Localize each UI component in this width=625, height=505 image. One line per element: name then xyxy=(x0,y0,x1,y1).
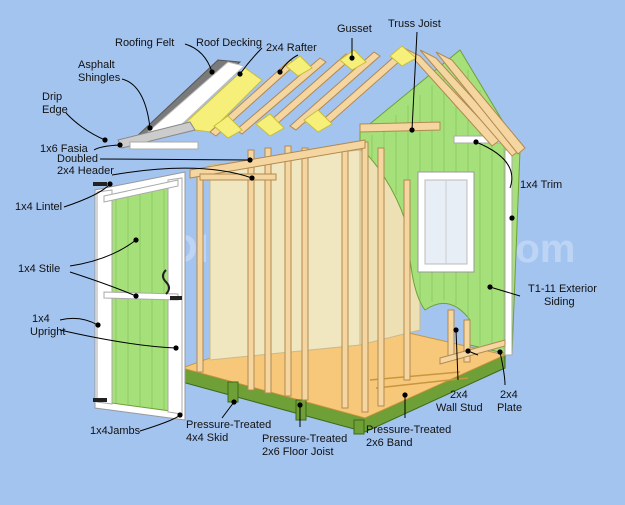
floor-joist-line xyxy=(369,371,461,381)
doubled-header xyxy=(199,173,277,181)
roof-decking xyxy=(178,67,263,133)
wall-stud xyxy=(196,171,204,373)
wall-stud xyxy=(247,149,255,391)
label-plate-2: Plate xyxy=(497,402,522,414)
callout-dot xyxy=(95,55,515,418)
label-roofing-felt: Roofing Felt xyxy=(115,37,174,49)
door-stile-top xyxy=(103,179,179,203)
skid-2 xyxy=(295,399,307,421)
door xyxy=(93,171,186,421)
top-plate xyxy=(189,139,366,179)
wall-stud xyxy=(403,179,411,381)
label-gusset: Gusset xyxy=(337,23,372,35)
label-floor-joist-2: 2x6 Floor Joist xyxy=(262,446,334,458)
label-plate-1: 2x4 xyxy=(500,389,518,401)
label-stile: 1x4 Stile xyxy=(18,263,60,275)
label-fasia: 1x6 Fasia xyxy=(40,143,89,155)
rafter xyxy=(435,51,526,155)
labels: Roofing Felt Roof Decking 2x4 Rafter Gus… xyxy=(15,18,597,458)
label-wall-stud-1: 2x4 xyxy=(450,389,468,401)
label-asphalt: Asphalt xyxy=(78,59,115,71)
skid-3 xyxy=(353,419,365,435)
door-hinge-icon xyxy=(93,182,182,402)
corner-trim xyxy=(504,149,513,356)
label-skid-2: 4x4 Skid xyxy=(186,432,228,444)
gusset xyxy=(255,113,285,137)
label-roof-decking: Roof Decking xyxy=(196,37,262,49)
label-upright-1: 1x4 xyxy=(32,313,50,325)
label-jambs: 1x4Jambs xyxy=(90,425,141,437)
callout-lines xyxy=(59,31,521,432)
roof xyxy=(117,45,526,157)
skid-1 xyxy=(227,381,239,403)
wall-stud xyxy=(361,141,369,413)
rafter xyxy=(235,57,327,135)
truss-joist xyxy=(359,121,441,133)
gusset xyxy=(285,55,313,77)
gusset xyxy=(303,109,333,133)
bottom-plate xyxy=(439,339,506,365)
label-shingles: Shingles xyxy=(78,72,121,84)
label-lintel: 1x4 Lintel xyxy=(15,201,62,213)
wall-framing xyxy=(189,139,506,413)
label-floor-joist-1: Pressure-Treated xyxy=(262,433,347,445)
gusset xyxy=(213,115,243,139)
wall-stud xyxy=(301,147,309,401)
label-edge: Edge xyxy=(42,104,68,116)
wall-stud xyxy=(447,309,455,361)
label-siding-1: T1-11 Exterior xyxy=(528,283,597,295)
wall-stud xyxy=(377,147,385,407)
label-skid-1: Pressure-Treated xyxy=(186,419,271,431)
fascia xyxy=(129,141,199,150)
label-band-2: 2x6 Band xyxy=(366,437,412,449)
rafter xyxy=(289,51,381,131)
label-rafter: 2x4 Rafter xyxy=(266,42,317,54)
label-doubled: Doubled xyxy=(57,153,98,165)
wall-stud xyxy=(264,147,272,394)
label-truss-joist: Truss Joist xyxy=(388,18,441,30)
label-wall-stud-2: Wall Stud xyxy=(436,402,483,414)
label-drip: Drip xyxy=(42,91,62,103)
label-siding-2: Siding xyxy=(544,296,575,308)
wall-stud xyxy=(284,145,292,397)
label-band-1: Pressure-Treated xyxy=(366,424,451,436)
wall-stud xyxy=(463,319,471,363)
wall-stud xyxy=(341,145,349,409)
label-trim: 1x4 Trim xyxy=(520,179,562,191)
label-header: 2x4 Header xyxy=(57,165,114,177)
floor-joist-line xyxy=(375,377,469,389)
door-handle-icon xyxy=(162,269,170,295)
label-upright-2: Upright xyxy=(30,326,65,338)
